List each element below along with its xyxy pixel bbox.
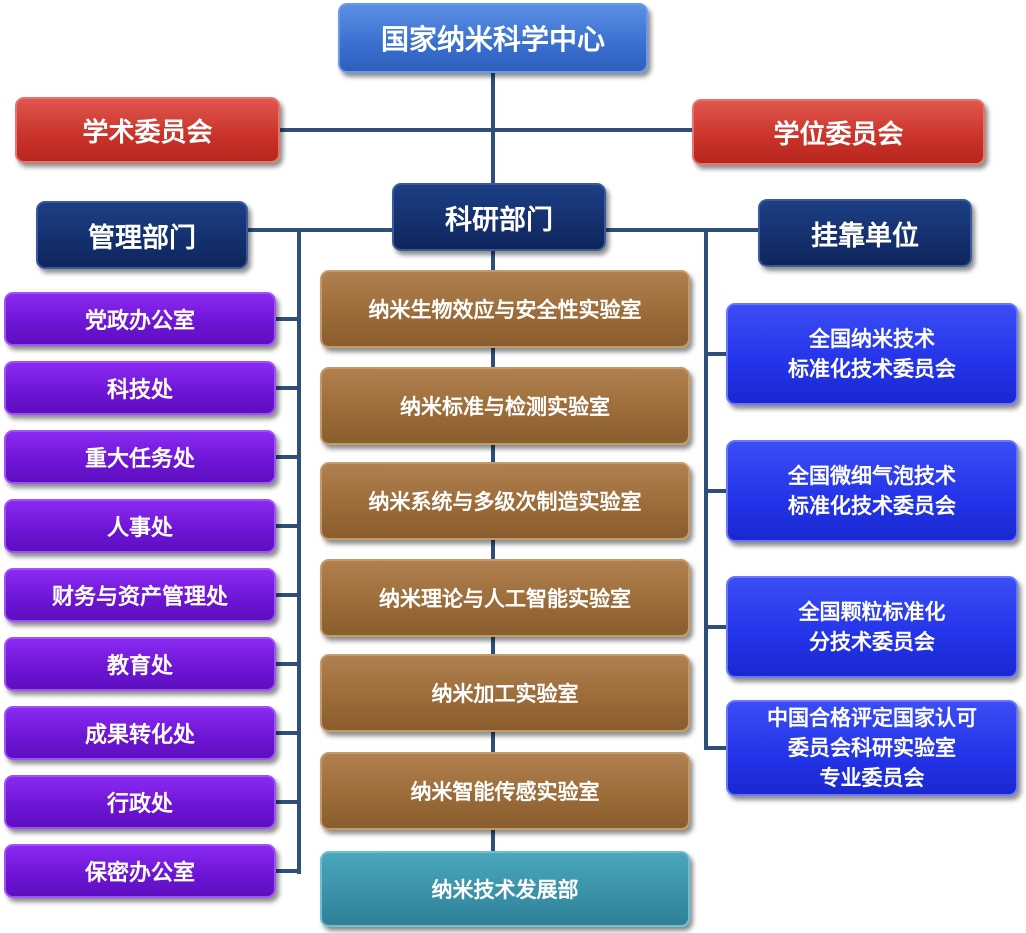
degree-committee-box: 学位委员会 xyxy=(692,99,985,165)
research-lab: 纳米生物效应与安全性实验室 xyxy=(320,270,690,348)
management-office: 科技处 xyxy=(4,361,276,415)
center-title-box: 国家纳米科学中心 xyxy=(338,3,648,73)
management-office: 党政办公室 xyxy=(4,292,276,346)
nanotech-development-dept: 纳米技术发展部 xyxy=(320,851,690,927)
management-dept-box: 管理部门 xyxy=(36,201,248,269)
research-lab: 纳米智能传感实验室 xyxy=(320,752,690,830)
research-lab: 纳米加工实验室 xyxy=(320,654,690,732)
research-lab: 纳米标准与检测实验室 xyxy=(320,367,690,445)
management-office: 成果转化处 xyxy=(4,706,276,760)
management-office: 人事处 xyxy=(4,499,276,553)
affiliated-dept-box: 挂靠单位 xyxy=(758,199,972,267)
management-office: 保密办公室 xyxy=(4,844,276,898)
research-dept-box: 科研部门 xyxy=(392,183,606,251)
affiliated-unit: 全国颗粒标准化 分技术委员会 xyxy=(726,576,1018,678)
management-office: 行政处 xyxy=(4,775,276,829)
research-lab: 纳米理论与人工智能实验室 xyxy=(320,559,690,637)
affiliated-unit: 全国微细气泡技术 标准化技术委员会 xyxy=(726,440,1018,542)
academic-committee-box: 学术委员会 xyxy=(15,97,280,163)
affiliated-unit: 中国合格评定国家认可 委员会科研实验室 专业委员会 xyxy=(726,700,1018,796)
management-office: 财务与资产管理处 xyxy=(4,568,276,622)
research-lab: 纳米系统与多级次制造实验室 xyxy=(320,462,690,540)
affiliated-unit: 全国纳米技术 标准化技术委员会 xyxy=(726,303,1018,405)
management-office: 教育处 xyxy=(4,637,276,691)
management-office: 重大任务处 xyxy=(4,430,276,484)
